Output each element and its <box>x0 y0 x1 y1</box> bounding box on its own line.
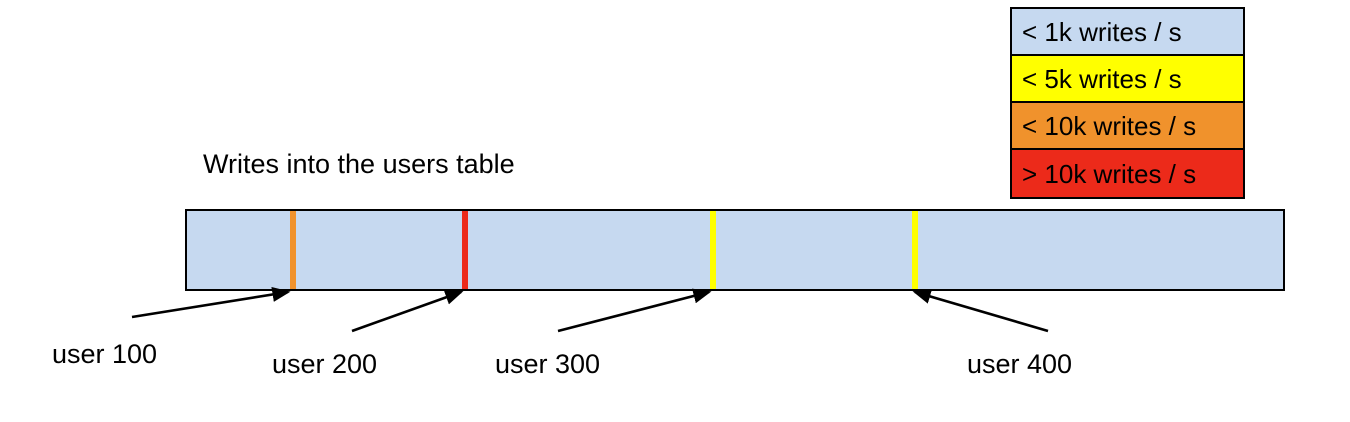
hotspot-stripe-user-200 <box>462 211 468 289</box>
callout-label-user-200: user 200 <box>272 349 378 379</box>
legend-item-critical: > 10k writes / s <box>1012 150 1243 197</box>
hotspot-stripe-user-300 <box>710 211 716 289</box>
callout-arrow-user-100 <box>131 287 291 319</box>
users-table-band <box>185 209 1285 291</box>
callout-label-user-400: user 400 <box>967 349 1073 379</box>
legend-item-label: < 5k writes / s <box>1022 63 1182 94</box>
hotspot-stripe-user-400 <box>912 211 918 289</box>
callout-arrow-user-200 <box>351 290 464 333</box>
chart-title: Writes into the users table <box>203 149 515 179</box>
callout-label-user-300: user 300 <box>495 349 601 379</box>
legend-item-low: < 1k writes / s <box>1012 9 1243 56</box>
legend-item-mid: < 5k writes / s <box>1012 56 1243 103</box>
legend-item-high: < 10k writes / s <box>1012 103 1243 150</box>
legend-item-label: < 1k writes / s <box>1022 16 1182 47</box>
callout-arrow-user-400 <box>912 289 1049 333</box>
callout-label-user-100: user 100 <box>52 339 158 369</box>
legend: < 1k writes / s < 5k writes / s < 10k wr… <box>1010 7 1245 199</box>
hotspot-stripe-user-100 <box>290 211 296 289</box>
callout-arrow-user-300 <box>557 288 712 333</box>
legend-item-label: < 10k writes / s <box>1022 110 1197 141</box>
legend-item-label: > 10k writes / s <box>1022 158 1197 189</box>
